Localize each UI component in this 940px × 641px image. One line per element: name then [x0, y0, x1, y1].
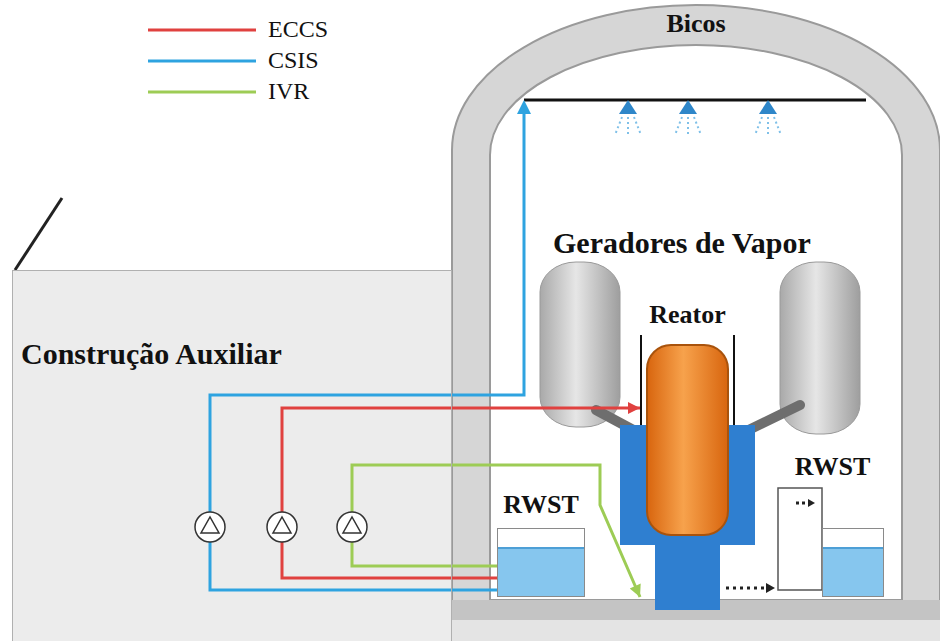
- legend-line-sample: [146, 45, 258, 76]
- part-label: Bicos: [666, 10, 725, 39]
- legend-line-sample: [146, 76, 258, 107]
- storage-tank: [497, 528, 585, 597]
- legend-row: IVR: [146, 76, 309, 107]
- legend-text: CSIS: [268, 47, 319, 73]
- flow-marker: [796, 502, 808, 505]
- storage-tank: [822, 528, 884, 597]
- rwst-tank: RWST: [775, 452, 890, 597]
- cavity-wall: [640, 335, 642, 425]
- flow-marker-head: [808, 499, 815, 507]
- ivr-line: [352, 465, 640, 597]
- legend-line-sample: [146, 14, 258, 45]
- flow-marker-head: [766, 583, 775, 593]
- legend-text: IVR: [268, 78, 309, 104]
- spray-jets: [615, 117, 781, 135]
- tank-water: [498, 547, 584, 596]
- spray-nozzle: [679, 100, 697, 114]
- auxiliary-building-fill: [12, 270, 452, 641]
- cavity-wall: [733, 335, 735, 425]
- pump-symbol: [267, 512, 297, 542]
- reactor-cavity-water: [655, 543, 720, 610]
- node-text: RWST: [795, 452, 871, 482]
- csis-arrowhead: [517, 100, 531, 114]
- tank-water: [823, 547, 883, 596]
- pump-symbol: [337, 512, 367, 542]
- spray-nozzle: [759, 100, 777, 114]
- node-text: Reator: [649, 300, 726, 330]
- pump-symbol: [195, 512, 225, 542]
- auxiliary-building: Construção Auxiliar: [12, 270, 452, 641]
- ground-base: [452, 620, 940, 641]
- core-catcher-box: [778, 488, 822, 590]
- spray-nozzles: [615, 100, 781, 135]
- roof-line: [15, 198, 62, 270]
- rwst-tank: RWST: [497, 490, 585, 597]
- spray-nozzle: [619, 100, 637, 114]
- node-text: RWST: [503, 490, 579, 520]
- containment-interior: [490, 45, 902, 600]
- eccs-line: [282, 408, 640, 578]
- legend-row: CSIS: [146, 45, 319, 76]
- legend-row: ECCS: [146, 14, 328, 45]
- legend-text: ECCS: [268, 16, 328, 42]
- reactor-vessel: Reator: [640, 298, 735, 612]
- flow-marker: [726, 587, 766, 590]
- reactor-outline: [640, 298, 735, 612]
- spray-header: [524, 99, 866, 102]
- part-label: Geradores de Vapor: [553, 226, 811, 259]
- node-text: Construção Auxiliar: [21, 337, 282, 372]
- steam-generator: [540, 262, 620, 427]
- reactor-pressure-vessel: [647, 345, 728, 535]
